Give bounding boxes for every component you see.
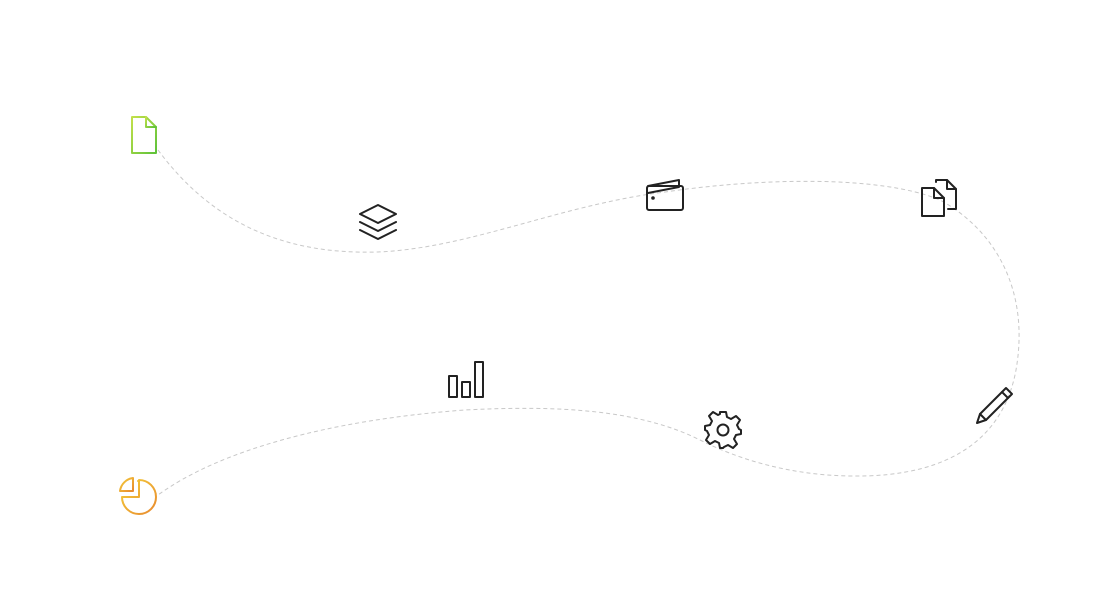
copy-documents-icon[interactable] <box>918 176 962 220</box>
layers-icon[interactable] <box>356 201 400 245</box>
wallet-icon[interactable] <box>643 172 687 216</box>
gear-icon[interactable] <box>701 408 745 452</box>
pie-chart-icon[interactable] <box>116 474 160 518</box>
route-line <box>157 149 1020 496</box>
pencil-icon[interactable] <box>973 383 1017 427</box>
bar-chart-icon[interactable] <box>444 358 488 402</box>
document-icon[interactable] <box>122 114 166 158</box>
